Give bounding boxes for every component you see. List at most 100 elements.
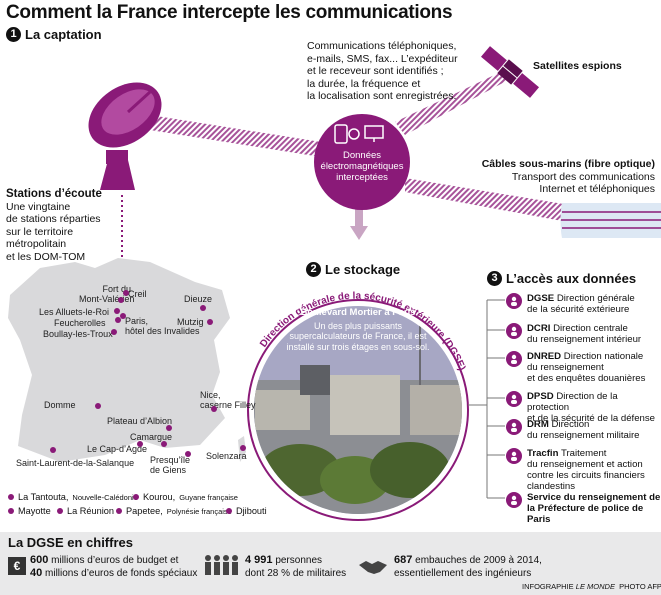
station-dot — [8, 494, 14, 500]
station-dot — [123, 290, 129, 296]
city-label: Solenzara — [206, 451, 247, 461]
beam-cables — [405, 178, 600, 228]
access-tree — [468, 299, 505, 499]
france-map — [8, 258, 230, 462]
station-dot — [200, 305, 206, 311]
arrow-head — [350, 226, 368, 240]
station-dot — [207, 319, 213, 325]
comm-line: la localisation sont enregistrées. — [307, 90, 457, 102]
satellites-label: Satellites espions — [533, 60, 622, 72]
comm-line: e-mails, SMS, fax... L’expéditeur — [307, 52, 458, 65]
photo-caption-line: installé sur trois étages en sous-sol. — [286, 341, 430, 352]
section-number: 2 — [306, 262, 321, 277]
dom-item: Kourou,Guyane française — [133, 492, 238, 502]
station-dot — [211, 406, 217, 412]
comm-line: et le receveur sont identifiés ; — [307, 65, 444, 77]
station-dot — [111, 329, 117, 335]
section-label: Le stockage — [325, 262, 401, 277]
stations-title: Stations d’écoute — [6, 188, 102, 200]
city-label: Boullay-les-Troux — [43, 329, 113, 339]
cables-title: Câbles sous-marins (fibre optique) — [481, 158, 655, 170]
station-dot — [57, 508, 63, 514]
stations-line: sur le territoire — [6, 225, 74, 238]
beam-satellite — [395, 70, 512, 135]
station-dot — [166, 425, 172, 431]
section-label: L’accès aux données — [506, 271, 637, 286]
station-dot — [161, 441, 167, 447]
station-dot — [120, 313, 126, 319]
dom-item: Djibouti — [226, 506, 267, 516]
city-label: Creil — [128, 289, 147, 299]
station-dot — [115, 317, 121, 323]
station-dot — [95, 403, 101, 409]
euro-icon: € — [8, 557, 26, 575]
person-icon — [506, 419, 522, 435]
station-dot — [50, 447, 56, 453]
city-label: Mutzig — [177, 317, 204, 327]
section-number: 3 — [487, 271, 502, 286]
section-number: 1 — [6, 27, 21, 42]
photo-caption-line: Un des plus puissants — [313, 320, 403, 331]
hires-figure: 687 embauches de 2009 à 2014, essentiell… — [394, 554, 542, 579]
city-label: Domme — [44, 400, 76, 410]
stations-line: et les DOM-TOM — [6, 250, 86, 263]
beam-dish — [150, 115, 340, 160]
center-line: électromagnétiques — [320, 161, 404, 172]
station-dot — [8, 508, 14, 514]
dom-item: Papetee,Polynésie française — [116, 506, 232, 516]
station-dot — [240, 445, 246, 451]
person-icon — [506, 492, 522, 508]
satellite-dish-icon — [88, 82, 162, 190]
credit: INFOGRAPHIE LE MONDE PHOTO AFP — [522, 582, 661, 591]
comm-line: Communications téléphoniques, — [307, 40, 457, 52]
phone-icon — [334, 124, 348, 144]
dom-item: La Réunion — [57, 506, 114, 516]
photo-caption-title: Boulevard Mortier à Paris — [300, 307, 416, 318]
city-label: Plateau d’Albion — [107, 416, 173, 426]
dom-item: La Tantouta,Nouvelle-Calédonie — [8, 492, 138, 502]
station-dot — [137, 441, 143, 447]
city-label: Paris,hôtel des Invalides — [125, 316, 200, 336]
city-label: Les Alluets-le-Roi — [39, 307, 110, 317]
cables-line: Transport des communications — [511, 170, 655, 183]
stations-description: Stations d’écoute Une vingtaine de stati… — [6, 188, 116, 263]
center-line: interceptées — [336, 172, 388, 183]
cables-line: Internet et téléphoniques — [539, 183, 655, 195]
station-dot — [133, 494, 139, 500]
figures-panel: La DGSE en chiffres € 600 millions d’eur… — [0, 532, 661, 595]
cable-icon — [560, 203, 661, 238]
cables-description: Câbles sous-marins (fibre optique) Trans… — [480, 158, 655, 196]
section-captation-header: 1 La captation — [6, 27, 102, 42]
communications-description: Communications téléphoniques, e-mails, S… — [307, 40, 467, 103]
city-label: Dieuze — [184, 294, 213, 304]
station-dot — [116, 508, 122, 514]
stations-line: métropolitain — [6, 238, 67, 250]
person-icon — [506, 323, 522, 339]
section-stockage-header: 2 Le stockage — [306, 262, 400, 277]
person-icon — [506, 391, 522, 407]
photo-caption-line: supercalculateurs de France, il est — [289, 331, 427, 341]
page-title: Comment la France intercepte les communi… — [6, 2, 453, 23]
staff-figure: 4 991 personnes dont 28 % de militaires — [245, 554, 347, 579]
city-label: Feucherolles — [54, 318, 106, 328]
figures-title: La DGSE en chiffres — [8, 535, 133, 550]
station-dot — [185, 451, 191, 457]
person-icon — [506, 351, 522, 367]
person-icon — [506, 448, 522, 464]
station-dot — [114, 308, 120, 314]
city-label: Nice,caserne Filley — [200, 390, 256, 410]
center-label: Données électromagnétiques interceptées — [318, 150, 406, 183]
dom-item: Mayotte — [8, 506, 51, 516]
photo-caption: Boulevard Mortier à Paris Un des plus pu… — [283, 307, 433, 352]
city-label: Camargue — [130, 432, 173, 442]
satellite-icon — [480, 46, 540, 98]
handshake-icon — [359, 561, 387, 574]
